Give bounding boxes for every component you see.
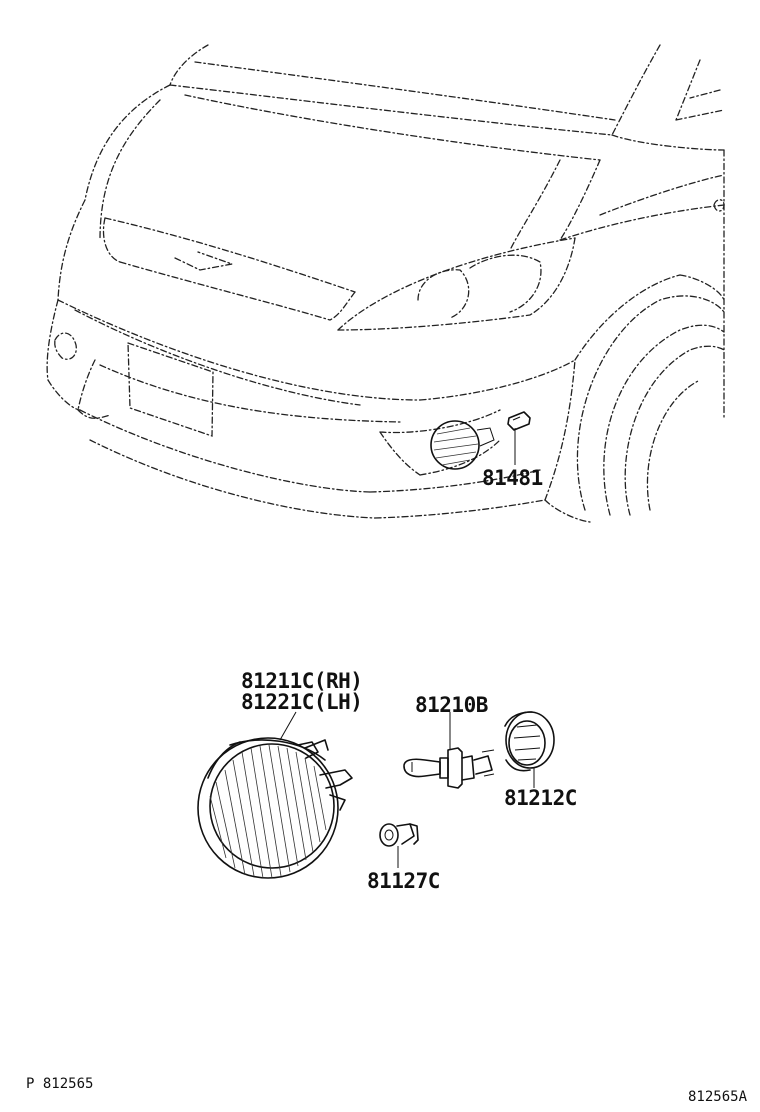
figure-code: 812565A: [688, 1089, 748, 1105]
label-81212C: 81212C: [504, 786, 577, 810]
label-81221C-lh: 81221C(LH): [241, 690, 362, 714]
label-81481: 81481: [482, 466, 543, 490]
installed-socket: [507, 411, 531, 431]
label-81211C-rh: 81211C(RH): [241, 669, 362, 693]
label-81127C: 81127C: [367, 869, 440, 893]
clip: [379, 823, 419, 847]
socket-cover: [504, 711, 555, 772]
fog-lamp-assembly: [197, 737, 353, 879]
leader-81211C: [279, 711, 297, 741]
page-code: P 812565: [26, 1076, 93, 1092]
bulb: [403, 747, 495, 789]
car-front-outline: [46, 44, 725, 523]
label-81210B: 81210B: [415, 693, 488, 717]
installed-fog-lamp: [430, 420, 495, 470]
